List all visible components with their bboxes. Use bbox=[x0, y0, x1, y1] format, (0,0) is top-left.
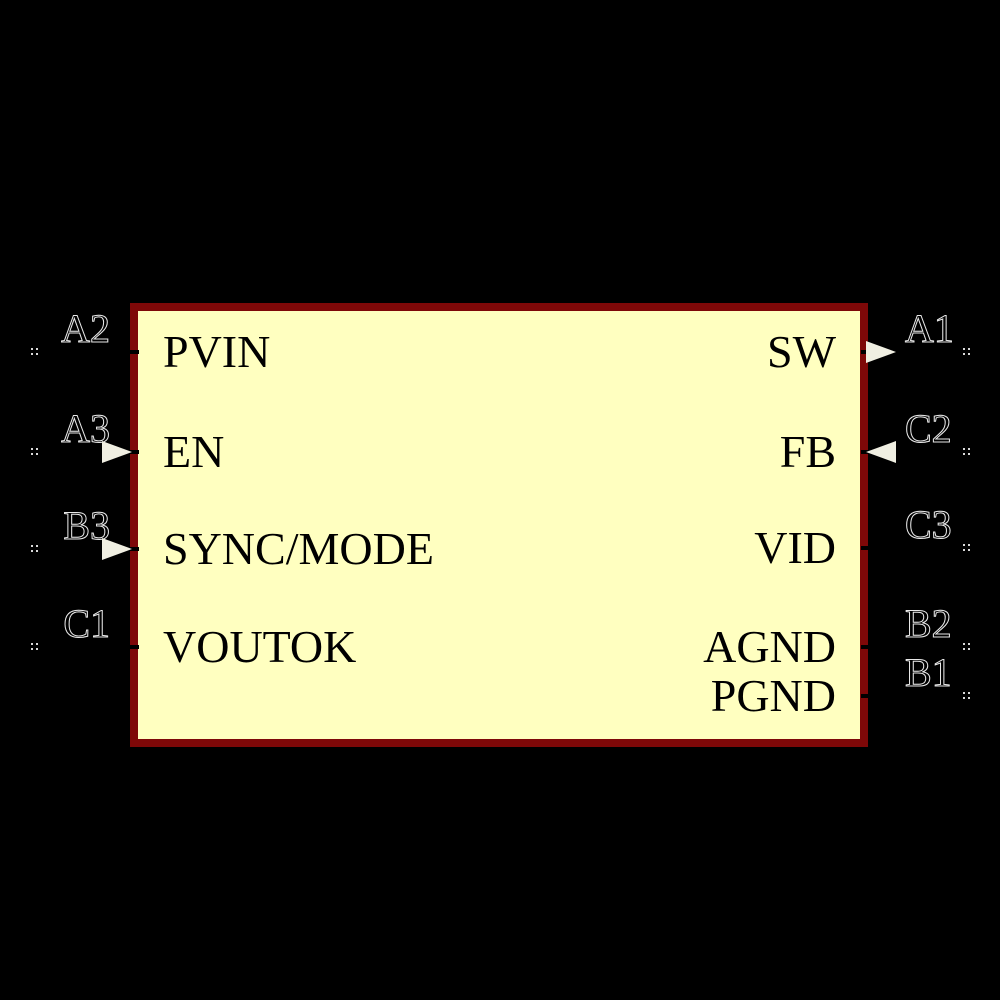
pin-designator-b3: B3 bbox=[63, 503, 111, 548]
pin-stub-sync-mode[interactable] bbox=[127, 547, 139, 551]
pin-label-pvin: PVIN bbox=[163, 326, 271, 377]
pin-designator-a3: A3 bbox=[61, 406, 111, 451]
pin-label-sync-mode: SYNC/MODE bbox=[163, 523, 434, 574]
pin-arrow-out-icon bbox=[866, 341, 896, 363]
pin-marker-dots-icon bbox=[31, 348, 33, 350]
pin-designator-b1: B1 bbox=[905, 650, 953, 695]
pin-designator-b2: B2 bbox=[905, 601, 953, 646]
component-symbol-body[interactable] bbox=[130, 303, 868, 747]
pin-designator-c3: C3 bbox=[905, 502, 953, 547]
pin-label-vid: VID bbox=[754, 522, 836, 573]
pin-designator-a1: A1 bbox=[905, 306, 955, 351]
pin-marker-dots-icon bbox=[31, 643, 33, 645]
pin-marker-dots-icon bbox=[963, 692, 965, 694]
pin-marker-dots-icon bbox=[31, 545, 33, 547]
pin-arrow-in-icon bbox=[866, 441, 896, 463]
pin-marker-dots-icon bbox=[963, 348, 965, 350]
pin-label-fb: FB bbox=[779, 426, 836, 477]
pin-marker-dots-icon bbox=[963, 448, 965, 450]
pin-stub-voutok[interactable] bbox=[127, 645, 139, 649]
pin-designator-a2: A2 bbox=[61, 306, 111, 351]
pin-marker-dots-icon bbox=[31, 448, 33, 450]
pin-label-agnd: AGND bbox=[703, 621, 836, 672]
pin-designator-c1: C1 bbox=[63, 601, 111, 646]
pin-label-pgnd: PGND bbox=[710, 670, 836, 721]
pin-marker-dots-icon bbox=[963, 544, 965, 546]
pin-stub-pvin[interactable] bbox=[127, 350, 139, 354]
pin-label-sw: SW bbox=[767, 326, 836, 377]
pin-label-en: EN bbox=[163, 426, 225, 477]
pin-label-voutok: VOUTOK bbox=[163, 621, 357, 672]
pin-stub-vid[interactable] bbox=[861, 546, 873, 550]
pin-stub-agnd[interactable] bbox=[861, 645, 873, 649]
pin-stub-pgnd[interactable] bbox=[861, 694, 873, 698]
pin-arrow-in-icon bbox=[102, 538, 132, 560]
pin-designator-c2: C2 bbox=[905, 406, 953, 451]
pin-marker-dots-icon bbox=[963, 643, 965, 645]
pin-arrow-in-icon bbox=[102, 441, 132, 463]
pin-stub-en[interactable] bbox=[127, 450, 139, 454]
